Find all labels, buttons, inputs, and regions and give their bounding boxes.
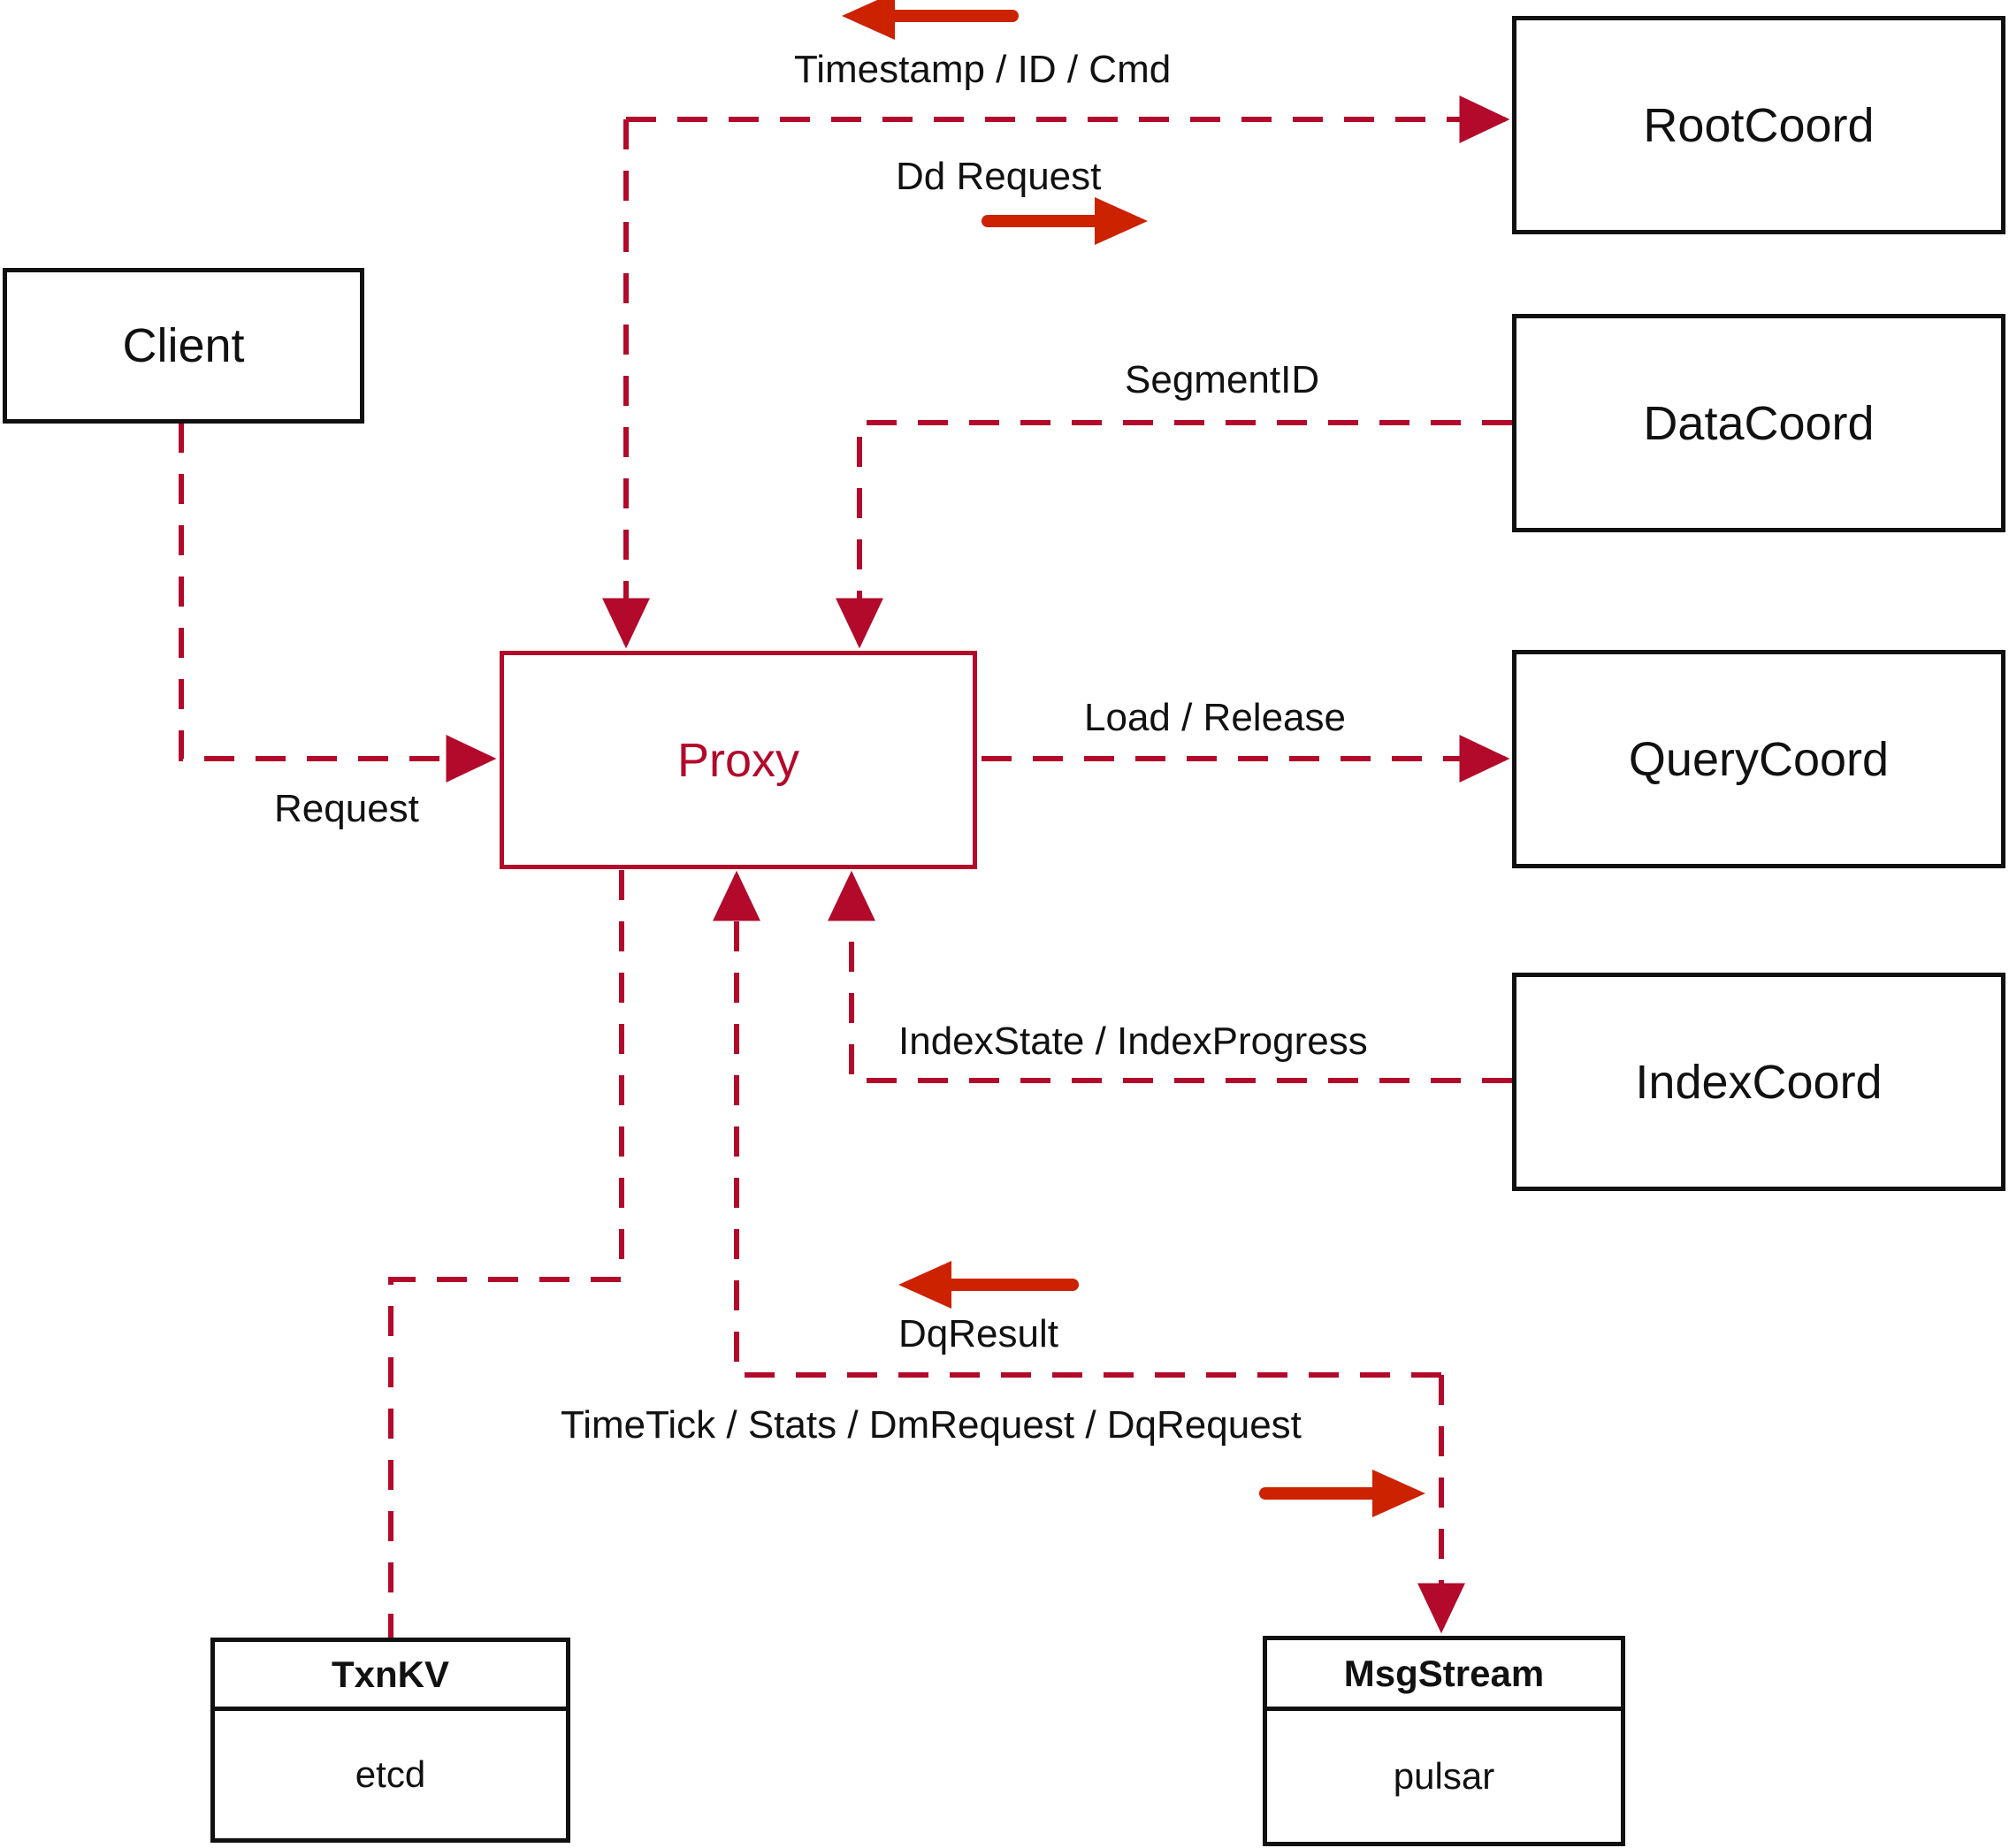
- node-proxy-label: Proxy: [676, 733, 800, 787]
- edge-label-timetick-stats: TimeTick / Stats / DmRequest / DqRequest: [561, 1403, 1302, 1447]
- node-txnkv-impl: etcd: [355, 1753, 426, 1795]
- node-client[interactable]: Client: [3, 268, 364, 424]
- edge-label-index-state-progress: IndexState / IndexProgress: [898, 1019, 1368, 1063]
- edge-proxy-to-txnkv: [388, 870, 624, 1638]
- node-msgstream[interactable]: MsgStream pulsar: [1263, 1636, 1625, 1846]
- node-client-label: Client: [122, 319, 245, 372]
- edge-client-to-proxy: [179, 423, 497, 783]
- node-indexcoord-label: IndexCoord: [1635, 1055, 1883, 1109]
- node-msgstream-impl: pulsar: [1393, 1755, 1495, 1797]
- edge-label-dd-request: Dd Request: [896, 155, 1102, 198]
- edge-label-dq-result: DqResult: [898, 1312, 1058, 1355]
- edge-indexcoord-to-proxy: [828, 870, 1512, 1083]
- arrow-right-timetick-icon: [1259, 1470, 1425, 1517]
- node-rootcoord-label: RootCoord: [1643, 98, 1875, 152]
- node-txnkv-title: TxnKV: [215, 1642, 566, 1711]
- direction-arrow-group: [842, 0, 1425, 1517]
- node-rootcoord[interactable]: RootCoord: [1512, 16, 2005, 234]
- edge-label-request: Request: [274, 787, 419, 830]
- node-proxy[interactable]: Proxy: [500, 651, 977, 869]
- node-datacoord[interactable]: DataCoord: [1512, 314, 2005, 532]
- arrow-left-timestamp-icon: [842, 0, 1019, 40]
- node-querycoord-label: QueryCoord: [1628, 732, 1890, 786]
- arrow-right-dd-request-icon: [982, 197, 1148, 245]
- edge-datacoord-to-proxy: [836, 420, 1512, 649]
- node-datacoord-label: DataCoord: [1643, 396, 1875, 450]
- edge-label-segment-id: SegmentID: [1125, 358, 1320, 401]
- node-indexcoord[interactable]: IndexCoord: [1512, 973, 2005, 1191]
- node-querycoord[interactable]: QueryCoord: [1512, 650, 2005, 868]
- node-txnkv[interactable]: TxnKV etcd: [210, 1638, 570, 1843]
- arrow-left-dqresult-icon: [898, 1261, 1079, 1309]
- edge-label-load-release: Load / Release: [1084, 696, 1346, 739]
- edge-label-timestamp-id-cmd: Timestamp / ID / Cmd: [794, 48, 1172, 91]
- edge-msgstream-to-proxy: [713, 870, 1441, 1378]
- node-msgstream-title: MsgStream: [1267, 1640, 1621, 1711]
